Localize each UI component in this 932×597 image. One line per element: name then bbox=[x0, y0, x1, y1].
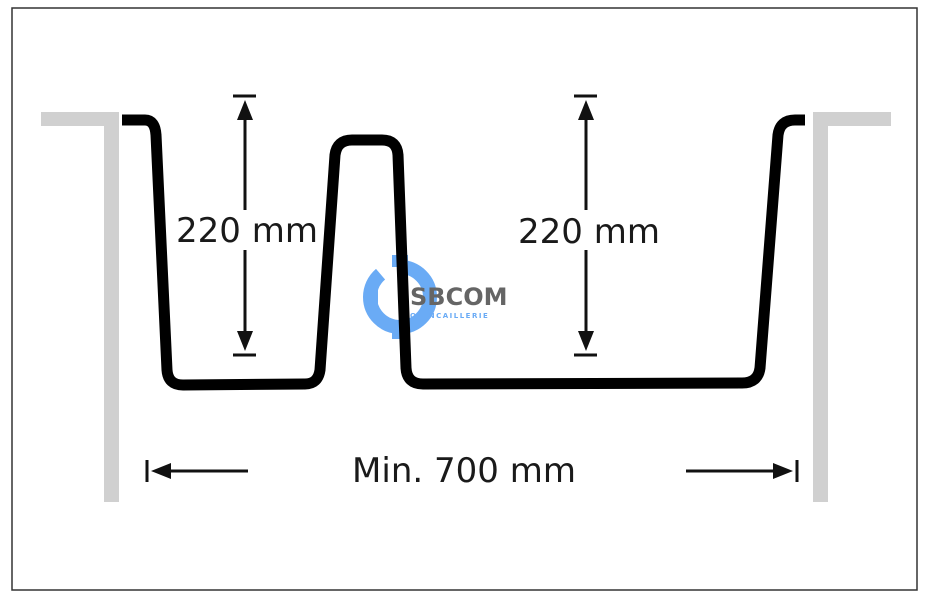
sink-profile-outline bbox=[122, 114, 805, 391]
svg-text:SBCOM: SBCOM bbox=[410, 283, 507, 311]
width-dimension bbox=[145, 460, 799, 482]
frame-border bbox=[11, 7, 918, 591]
watermark-logo: SBCOM QUINCAILLERIE bbox=[363, 255, 507, 339]
svg-text:QUINCAILLERIE: QUINCAILLERIE bbox=[410, 312, 489, 320]
left-depth-dimension bbox=[233, 94, 256, 357]
left-cabinet-wall bbox=[41, 112, 119, 502]
width-label: Min. 700 mm bbox=[352, 451, 576, 491]
right-depth-dimension bbox=[574, 94, 597, 357]
left-depth-label: 220 mm bbox=[176, 211, 318, 251]
right-depth-label: 220 mm bbox=[518, 212, 660, 252]
right-cabinet-wall bbox=[813, 112, 891, 502]
